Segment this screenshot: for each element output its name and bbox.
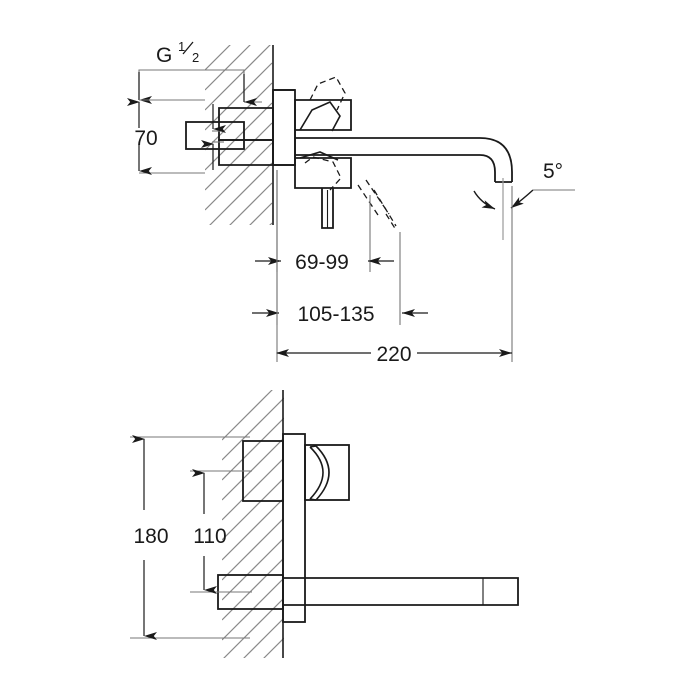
wall-hatching-lower <box>222 390 284 658</box>
handle-alt-positions-dashed <box>304 76 397 231</box>
wall-hatching-upper <box>205 45 273 225</box>
dim-overall-height: 180 <box>133 525 168 548</box>
spout-bar-lower <box>217 574 519 610</box>
dim-handle-offset: 110 <box>193 525 226 548</box>
dim-105-135-extension-lines <box>276 170 401 325</box>
dim-outlet-angle: 5° <box>543 160 563 183</box>
dim-thread-symbol: G <box>156 44 172 67</box>
dim-70-arrows <box>127 98 226 175</box>
dim-inlet-spacing: 70 <box>134 127 157 150</box>
dim-thread-label-group: G 1 2 <box>156 39 199 67</box>
dim-thread-arrows <box>138 72 257 106</box>
angle-arrows-5deg <box>473 189 534 210</box>
dim-thread-numerator: 1 <box>178 39 185 54</box>
dim-220-extension-lines <box>276 170 513 362</box>
dim-spout-height-range: 69-99 <box>295 251 349 274</box>
lever-handle-upper <box>321 188 334 229</box>
dim-spout-reach: 220 <box>376 343 411 366</box>
dim-thread-denominator: 2 <box>192 50 199 65</box>
escutcheon-plate-lower <box>282 433 306 623</box>
cartridge-detail-upper <box>299 101 341 161</box>
handle-lever-arc-lower <box>309 445 330 501</box>
cartridge-housing-upper <box>294 99 352 189</box>
handle-box-lower <box>304 444 350 501</box>
dim-handle-reach-range: 105-135 <box>297 303 374 326</box>
